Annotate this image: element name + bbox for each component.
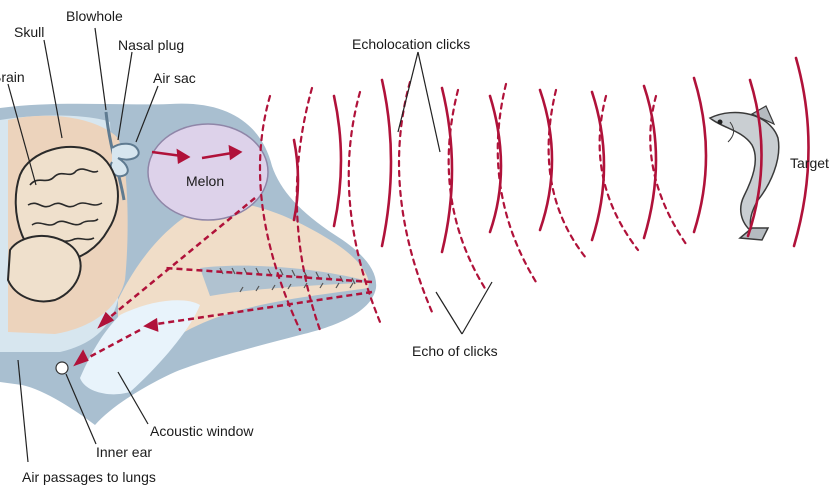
fish-eye xyxy=(717,119,723,125)
sound-arrows xyxy=(73,144,373,367)
air-sac-loops xyxy=(109,142,140,178)
inner-ear-dot xyxy=(55,361,69,375)
label-echo-of-clicks: Echo of clicks xyxy=(412,343,498,359)
label-blowhole: Blowhole xyxy=(66,8,123,24)
label-echolocation-clicks: Echolocation clicks xyxy=(352,36,470,52)
label-nasal-plug: Nasal plug xyxy=(118,37,184,53)
echo-waves xyxy=(258,80,688,332)
brain-folds xyxy=(27,168,103,242)
label-brain: Brain xyxy=(0,69,25,85)
label-inner-ear: Inner ear xyxy=(96,444,152,460)
label-air-passages: Air passages to lungs xyxy=(22,469,156,485)
label-air-sac: Air sac xyxy=(153,70,196,86)
fish-dorsal-fin xyxy=(750,105,776,126)
label-target: Target xyxy=(790,155,829,171)
label-skull: Skull xyxy=(14,24,44,40)
brain-tissue xyxy=(14,145,119,264)
fish-tail xyxy=(738,227,770,241)
rostrum-bone xyxy=(200,265,372,296)
label-acoustic-window: Acoustic window xyxy=(150,423,254,439)
dolphin-head xyxy=(0,103,377,426)
leader-lines xyxy=(7,27,493,463)
fish-body xyxy=(708,111,780,233)
acoustic-window-fat xyxy=(80,300,200,395)
label-melon: Melon xyxy=(186,173,224,189)
brainstem xyxy=(6,234,82,303)
fish-target xyxy=(708,105,780,241)
labels: Blowhole Skull Nasal plug Brain Air sac … xyxy=(0,8,829,485)
melon-organ xyxy=(147,123,269,221)
outgoing-click-waves xyxy=(292,56,810,254)
teeth xyxy=(219,267,356,293)
